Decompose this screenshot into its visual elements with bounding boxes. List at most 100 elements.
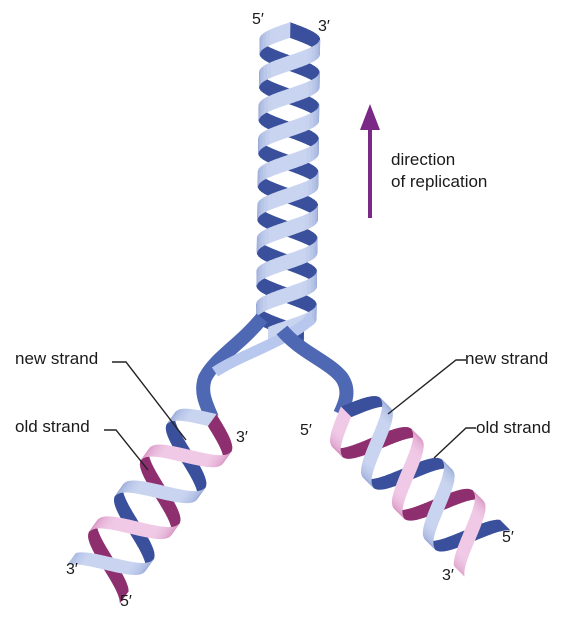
parental-strand-a <box>286 154 292 171</box>
right-old-strand-label: old strand <box>476 418 551 438</box>
parental-strand-a <box>265 97 269 114</box>
parental-strand-a <box>282 89 288 106</box>
parental-strand-b <box>277 190 282 207</box>
parental-strand-a <box>277 91 282 108</box>
parental-strand-b <box>300 116 305 133</box>
parental-strand-b <box>267 62 271 79</box>
direction-arrow <box>360 104 380 218</box>
parental-strand-b <box>301 248 306 265</box>
left-inner-three-prime-label: 3′ <box>236 428 248 448</box>
right-old-leader <box>434 428 476 458</box>
parental-strand-b <box>280 255 286 272</box>
parental-strand-a <box>274 26 279 43</box>
parental-strand-b <box>298 183 303 200</box>
parental-strand-a <box>271 291 276 308</box>
parental-strand-a <box>266 30 270 47</box>
parental-strand-b <box>310 244 313 261</box>
left-bottom-three-prime-label: 3′ <box>66 560 78 580</box>
parental-strand-a <box>308 80 312 97</box>
parental-strand-a <box>304 82 309 99</box>
left-old-strand-label: old strand <box>15 417 90 437</box>
right-fork-strand <box>282 330 346 414</box>
right-new-leader <box>388 360 466 414</box>
parental-strand-b <box>271 60 276 77</box>
parental-strand-a <box>279 24 284 41</box>
parental-strand-b <box>263 278 267 295</box>
parental-strand-b <box>293 185 298 202</box>
parental-strand-a <box>270 28 275 45</box>
parental-strand-b <box>303 181 308 198</box>
parental-strand-a <box>287 286 293 303</box>
parental-strand-a <box>312 78 315 95</box>
parental-strand-b <box>266 79 270 96</box>
parental-strand-a <box>268 47 272 64</box>
parental-double-helix <box>256 23 320 343</box>
right-bottom-three-prime-label: 3′ <box>442 566 454 586</box>
parental-strand-a <box>308 263 312 280</box>
parental-strand-a <box>297 150 302 167</box>
parental-strand-a <box>278 223 284 240</box>
parental-strand-b <box>279 123 284 140</box>
parental-strand-a <box>299 84 304 101</box>
parental-strand-b <box>290 120 296 137</box>
parental-strand-b <box>295 118 300 135</box>
up-arrow-head <box>360 104 380 130</box>
parental-strand-b <box>272 192 277 209</box>
parental-strand-b <box>306 295 310 312</box>
parental-strand-a <box>264 179 268 196</box>
parental-strand-a <box>273 224 278 241</box>
parental-strand-a <box>309 212 313 229</box>
parental-strand-a <box>267 161 271 178</box>
parental-strand-b <box>286 55 292 72</box>
right-inner-five-prime-label: 5′ <box>300 421 312 441</box>
parental-strand-a <box>302 149 307 166</box>
left-bottom-five-prime-label: 5′ <box>120 592 132 612</box>
parental-strand-a <box>298 282 303 299</box>
parental-strand-b <box>284 122 290 139</box>
parental-strand-b <box>292 53 298 70</box>
parental-strand-a <box>306 147 310 164</box>
parental-strand-a <box>263 163 267 180</box>
parental-strand-b <box>282 188 288 205</box>
parental-strand-a <box>269 226 274 243</box>
parental-strand-a <box>288 87 294 104</box>
parental-strand-b <box>300 26 305 43</box>
parental-strand-a <box>291 152 297 169</box>
parental-strand-a <box>267 293 272 310</box>
parental-strand-b <box>262 131 265 148</box>
top-three-prime-label: 3′ <box>318 17 330 37</box>
left-new-strand-label: new strand <box>15 349 98 369</box>
parental-strand-a <box>293 284 298 301</box>
parental-strand-b <box>291 251 296 268</box>
parental-strand-a <box>271 160 276 177</box>
parental-strand-b <box>306 246 310 263</box>
parental-strand-a <box>307 278 311 295</box>
parental-strand-a <box>308 63 312 80</box>
parental-strand-b <box>269 127 274 144</box>
parental-strand-a <box>276 289 281 306</box>
parental-strand-b <box>266 213 270 230</box>
parental-strand-a <box>310 145 314 162</box>
parental-strand-b <box>306 229 310 246</box>
parental-strand-a <box>264 245 268 262</box>
parental-strand-b <box>268 194 273 211</box>
parental-strand-b <box>266 261 270 278</box>
parental-strand-a <box>308 130 312 147</box>
parental-strand-a <box>263 295 267 312</box>
parental-strand-b <box>266 146 270 163</box>
top-five-prime-label: 5′ <box>252 10 264 30</box>
right-bottom-five-prime-label: 5′ <box>502 528 514 548</box>
parental-strand-b <box>307 48 311 65</box>
parental-strand-a <box>272 93 277 110</box>
parental-strand-b <box>295 24 300 41</box>
direction-label-line2: of replication <box>391 172 487 192</box>
parental-strand-b <box>262 262 266 279</box>
parental-strand-b <box>274 125 279 142</box>
parental-strand-b <box>307 179 311 196</box>
parental-strand-b <box>305 28 310 45</box>
parental-strand-a <box>284 23 290 40</box>
left-daughter-helix <box>68 409 232 603</box>
parental-strand-b <box>302 49 307 66</box>
